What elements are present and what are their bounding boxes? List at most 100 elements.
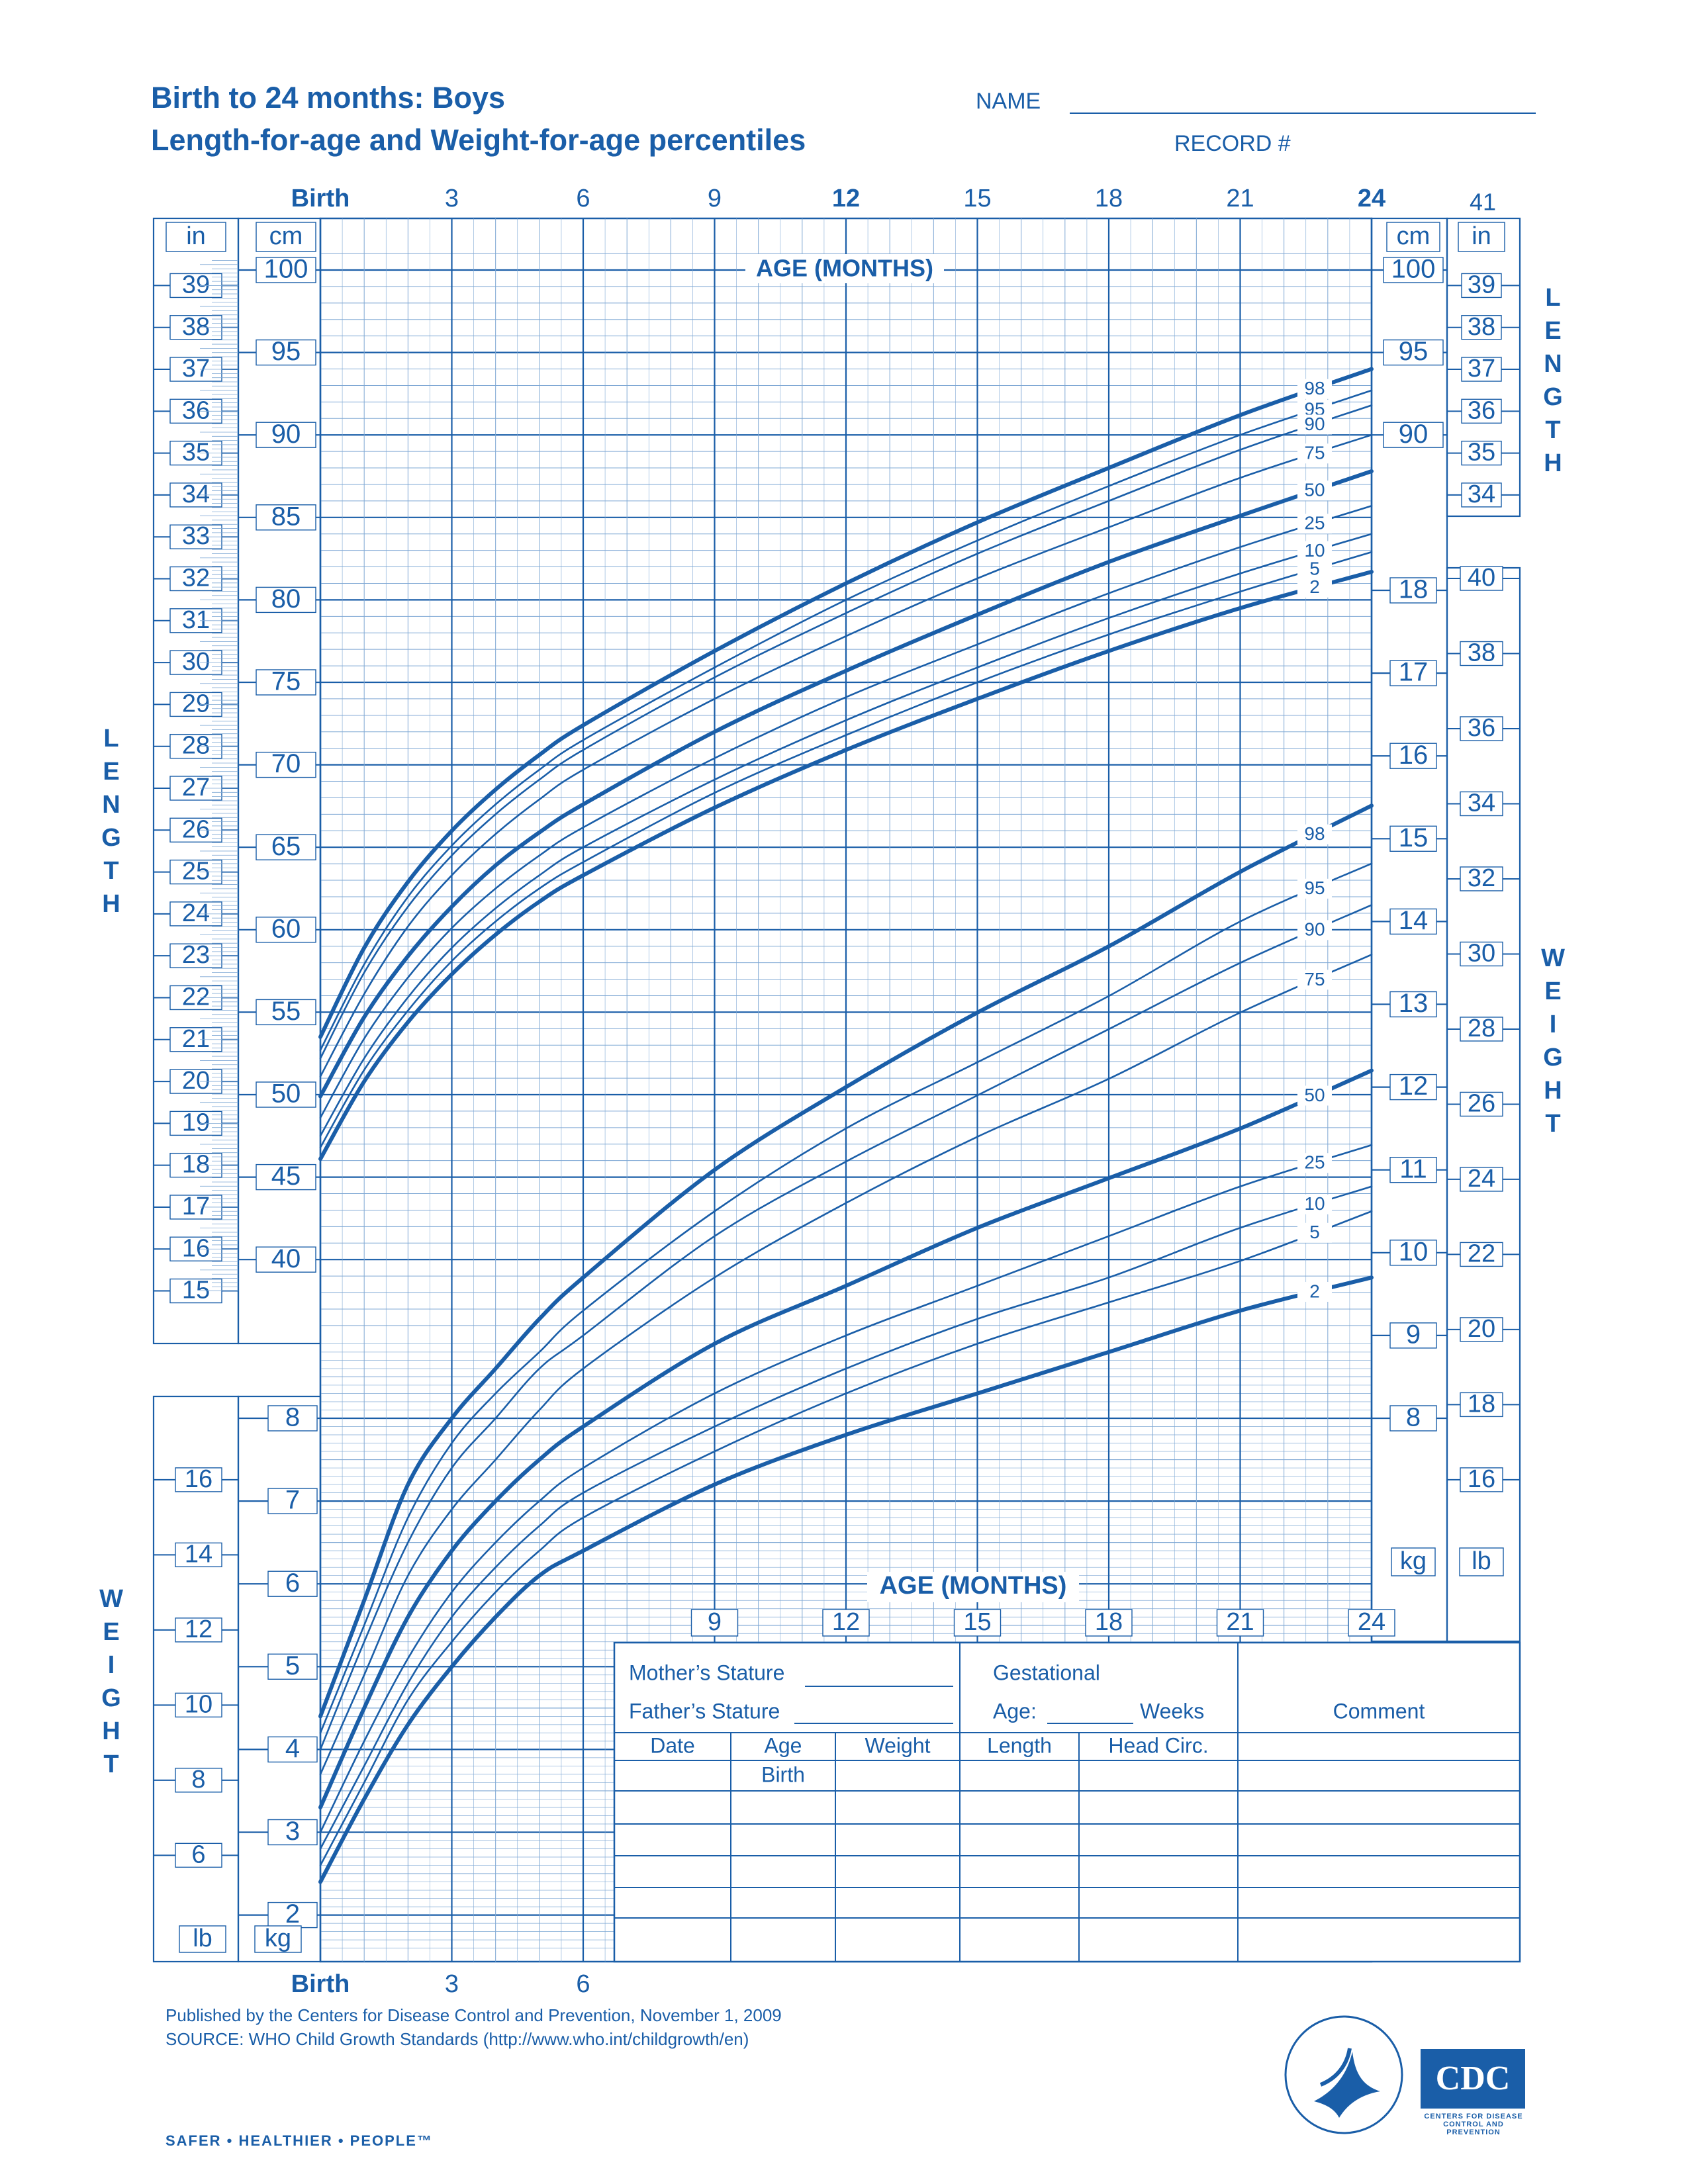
- name-line[interactable]: [1070, 113, 1536, 114]
- weight-percentile-label-5: 5: [1309, 1222, 1320, 1242]
- inch-tick-label-right: 38: [1468, 313, 1495, 341]
- age-months-label-top: AGE (MONTHS): [756, 255, 933, 282]
- weight-vertical-label: I: [108, 1651, 115, 1679]
- month-label-top: 21: [1226, 185, 1254, 212]
- kg-tick-label-right-box: [1389, 825, 1437, 852]
- lb-tick-label-right-box: [1460, 1467, 1503, 1492]
- inch-tick-label-left: 17: [182, 1193, 210, 1220]
- kg-tick-label-right: 9: [1406, 1320, 1421, 1349]
- left-kg-column: [237, 1395, 322, 1963]
- cm-tick-label-left: 100: [264, 255, 308, 284]
- kg-tick-label-left-box: [267, 1653, 318, 1680]
- table-column-header: Length: [987, 1733, 1052, 1757]
- month-label-mid-box: [1216, 1609, 1264, 1637]
- cm-tick-label-left-box: [256, 257, 316, 283]
- weight-percentile-90-curve: [319, 904, 1373, 1751]
- inch-tick-label-right-box: [1461, 482, 1502, 508]
- inch-tick-label-right: 34: [1468, 480, 1495, 508]
- left-lb-unit: lb: [193, 1925, 212, 1952]
- right-kg-unit-box: [1391, 1547, 1436, 1576]
- length-vertical-label: G: [101, 824, 121, 852]
- weight-percentile-label-95: 95: [1304, 878, 1325, 898]
- left-kg-unit: kg: [265, 1925, 291, 1952]
- kg-tick-label-right-box: [1389, 577, 1437, 604]
- chart-title-line2: Length-for-age and Weight-for-age percen…: [151, 123, 806, 157]
- month-label-mid-box: [690, 1609, 739, 1637]
- lb-tick-label-left-box: [175, 1843, 222, 1868]
- length-percentile-75-curve: [319, 433, 1373, 1077]
- cm-tick-label-left: 90: [271, 420, 301, 449]
- length-vertical-label: H: [102, 890, 120, 918]
- cm-tick-label-left: 70: [271, 749, 301, 778]
- lb-tick-label-right: 22: [1468, 1240, 1495, 1267]
- kg-tick-label-left-box: [267, 1901, 318, 1929]
- inch-tick-label-left: 23: [182, 941, 210, 969]
- cm-tick-label-left-box: [256, 339, 316, 366]
- kg-tick-label-right-box: [1389, 991, 1437, 1018]
- inch-tick-label-left: 19: [182, 1109, 210, 1136]
- weight-percentile-label-bg: [1297, 1194, 1332, 1214]
- lb-tick-label-left: 12: [185, 1615, 212, 1643]
- length-percentile-label-50: 50: [1304, 480, 1325, 500]
- kg-tick-label-left: 7: [285, 1486, 300, 1515]
- length-vertical-label-right: T: [1545, 416, 1560, 444]
- weight-percentile-label-25: 25: [1304, 1152, 1325, 1173]
- lb-tick-label-right: 24: [1468, 1165, 1495, 1193]
- kg-tick-label-right-box: [1389, 1405, 1437, 1432]
- record-table: [613, 1641, 1521, 1963]
- cm-tick-label-right: 95: [1399, 337, 1429, 366]
- month-label-mid: 15: [963, 1608, 991, 1636]
- lb-tick-label-right-box: [1460, 1392, 1503, 1418]
- inch-tick-label-left: 28: [182, 732, 210, 760]
- month-label-top: 24: [1358, 185, 1385, 212]
- inch-tick-label-left-box: [169, 776, 222, 801]
- kg-tick-label-left-box: [267, 1736, 318, 1763]
- length-vertical-label-right: E: [1544, 317, 1561, 345]
- inch-tick-label-left: 39: [182, 271, 210, 298]
- left-lb-unit-box: [179, 1925, 226, 1953]
- length-vertical-label: L: [103, 725, 118, 752]
- cm-tick-label-left-box: [256, 422, 316, 448]
- inch-tick-label-right: 39: [1468, 271, 1495, 298]
- kg-tick-label-right: 17: [1399, 658, 1429, 687]
- cm-tick-label-left: 60: [271, 914, 301, 943]
- left-cm-unit: cm: [269, 222, 303, 250]
- weight-vertical-label: W: [99, 1585, 123, 1613]
- weight-percentile-label-75: 75: [1304, 969, 1325, 989]
- right-cm-unit: cm: [1397, 222, 1430, 250]
- weight-vertical-label-right: G: [1543, 1044, 1563, 1071]
- kg-tick-label-right-box: [1389, 1240, 1437, 1266]
- record-label: RECORD #: [1174, 131, 1291, 156]
- lb-tick-label-left: 14: [185, 1540, 212, 1568]
- cm-tick-label-left: 45: [271, 1161, 301, 1191]
- inch-tick-label-left: 31: [182, 606, 210, 634]
- lb-tick-label-right: 20: [1468, 1315, 1495, 1343]
- length-percentile-label-25: 25: [1304, 513, 1325, 533]
- weight-percentile-98-curve: [318, 803, 1374, 1719]
- cm-tick-label-left: 75: [271, 667, 301, 696]
- month-label-mid-box: [1348, 1609, 1395, 1637]
- month-label-mid-box: [822, 1609, 870, 1637]
- month-label-mid-box: [1085, 1609, 1133, 1637]
- weight-percentile-label-bg: [1297, 1222, 1332, 1243]
- cm-tick-label-right: 100: [1391, 255, 1436, 284]
- lb-tick-label-left-box: [175, 1542, 222, 1568]
- left-kg-unit-box: [254, 1925, 302, 1953]
- weight-vertical-label: T: [103, 1751, 118, 1778]
- kg-tick-label-right: 15: [1399, 823, 1429, 852]
- length-vertical-label: N: [102, 791, 120, 819]
- table-column-header: Date: [650, 1733, 695, 1757]
- kg-tick-label-left-box: [267, 1405, 318, 1432]
- lb-tick-label-right: 18: [1468, 1390, 1495, 1418]
- kg-tick-label-left-box: [267, 1488, 318, 1514]
- weight-vertical-label-right: E: [1544, 978, 1561, 1005]
- kg-tick-label-right: 11: [1399, 1154, 1427, 1183]
- right-in-unit-box: [1458, 222, 1505, 252]
- age-label-bg: [745, 254, 944, 283]
- length-percentile-50-curve: [318, 469, 1374, 1099]
- inch-tick-label-left-box: [169, 398, 222, 424]
- table-column-header: Weight: [865, 1733, 930, 1757]
- month-label-top: Birth: [291, 185, 350, 212]
- length-percentile-label-bg: [1297, 414, 1332, 435]
- kg-tick-label-left: 5: [285, 1651, 300, 1680]
